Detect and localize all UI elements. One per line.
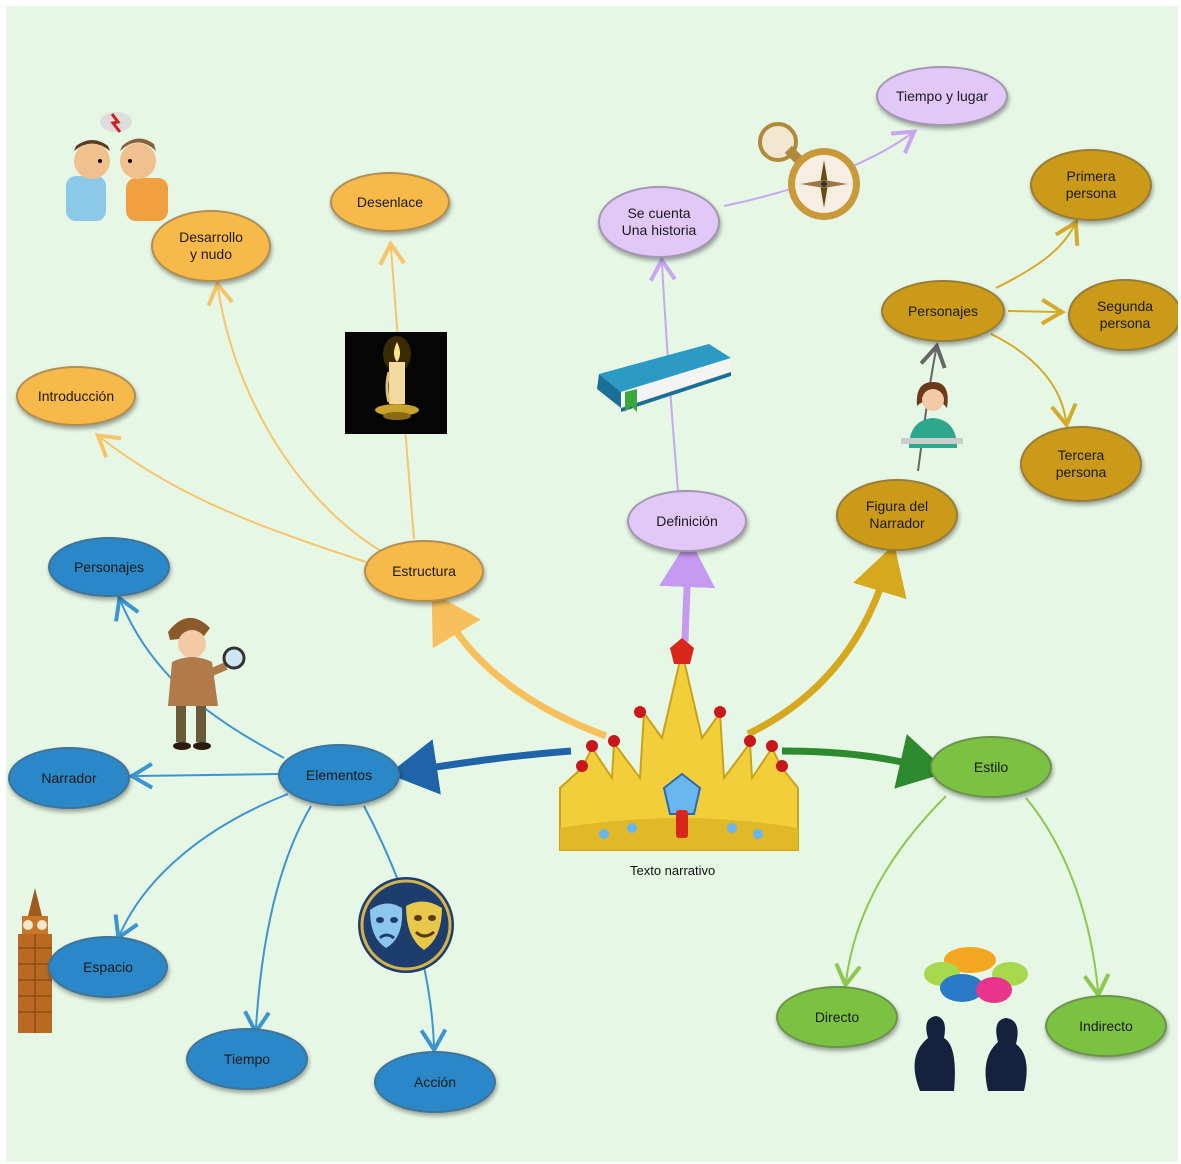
node-segunda-persona[interactable]: Segunda persona	[1068, 279, 1178, 351]
theater-masks-icon	[358, 877, 454, 973]
arguing-people-icon	[66, 112, 168, 221]
node-narrador[interactable]: Narrador	[8, 747, 130, 809]
mind-map-canvas: Texto narrativo Estructura Introducción …	[6, 6, 1178, 1162]
arrow-to-elementos	[388, 739, 572, 795]
node-desenlace[interactable]: Desenlace	[330, 172, 450, 232]
arrow-to-definicion	[659, 538, 716, 643]
clock-tower-icon	[18, 888, 52, 1033]
node-indirecto[interactable]: Indirecto	[1045, 995, 1167, 1057]
node-estructura[interactable]: Estructura	[364, 540, 484, 602]
node-figura-narrador[interactable]: Figura del Narrador	[836, 479, 958, 551]
root-label: Texto narrativo	[630, 863, 716, 878]
woman-narrator-icon	[901, 382, 963, 448]
node-estilo[interactable]: Estilo	[930, 736, 1052, 798]
arrow-to-estilo	[781, 734, 949, 789]
arrow-to-estructura	[431, 591, 608, 740]
node-introduccion[interactable]: Introducción	[16, 366, 136, 426]
node-primera-persona[interactable]: Primera persona	[1030, 149, 1152, 221]
crown-icon	[559, 638, 799, 851]
connectors	[94, 129, 1111, 1054]
conversation-icon	[914, 947, 1028, 1091]
node-se-cuenta-historia[interactable]: Se cuenta Una historia	[598, 186, 720, 258]
detective-icon	[168, 617, 246, 750]
compass-icon	[758, 122, 860, 220]
node-personajes-narrador[interactable]: Personajes	[881, 280, 1005, 342]
node-desarrollo-nudo[interactable]: Desarrollo y nudo	[151, 210, 271, 282]
node-definicion[interactable]: Definición	[627, 490, 747, 552]
candle-icon	[345, 332, 447, 434]
node-personajes-elementos[interactable]: Personajes	[48, 537, 170, 597]
node-elementos[interactable]: Elementos	[278, 744, 400, 806]
arrow-to-figura	[746, 544, 907, 738]
node-tiempo-lugar[interactable]: Tiempo y lugar	[876, 66, 1008, 126]
node-directo[interactable]: Directo	[776, 986, 898, 1048]
node-espacio[interactable]: Espacio	[48, 936, 168, 998]
node-tiempo[interactable]: Tiempo	[186, 1028, 308, 1090]
book-icon	[597, 344, 731, 412]
node-accion[interactable]: Acción	[374, 1051, 496, 1113]
node-tercera-persona[interactable]: Tercera persona	[1020, 426, 1142, 502]
